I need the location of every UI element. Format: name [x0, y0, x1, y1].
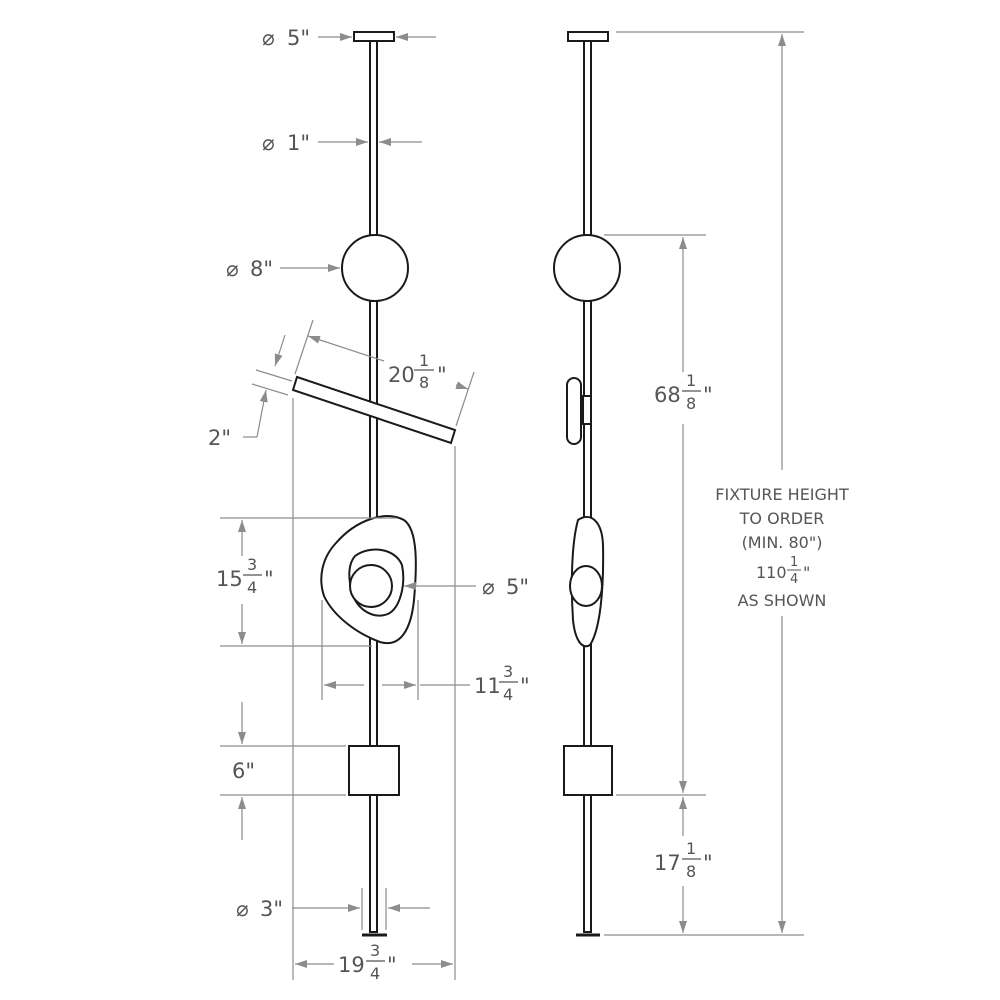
- bar-thickness-label: 2": [208, 426, 231, 450]
- note-line2: TO ORDER: [739, 509, 825, 528]
- front-stem-upper: [369, 40, 378, 242]
- bar-length-den: 8: [419, 373, 429, 392]
- dim-upper-span: 68 1 8 ": [654, 237, 713, 793]
- overall-width-inch: ": [387, 953, 397, 977]
- side-bar: [566, 377, 582, 445]
- pebble-height-den: 4: [247, 578, 257, 597]
- cube-height-label: 6": [232, 759, 255, 783]
- dim-globe: ⌀ 8": [226, 257, 340, 281]
- pebble-height-inch: ": [264, 567, 274, 591]
- note-whole: 110: [756, 563, 787, 582]
- stem-dia-symbol: ⌀: [262, 131, 275, 155]
- lower-span-inch: ": [703, 851, 713, 875]
- dim-side-extents: [604, 31, 804, 936]
- front-canopy: [353, 31, 395, 42]
- side-fixture: [553, 31, 621, 937]
- lower-span-den: 8: [686, 862, 696, 881]
- upper-span-den: 8: [686, 394, 696, 413]
- side-cube: [563, 745, 613, 796]
- front-pebble-bulb: [349, 564, 393, 608]
- dim-pebble-width: 11 3 4 ": [321, 600, 530, 704]
- front-stem-lower: [369, 794, 378, 933]
- note-line5: AS SHOWN: [738, 591, 827, 610]
- front-globe: [341, 234, 409, 302]
- dim-bar-thickness: 2": [208, 334, 293, 450]
- note-line3: (MIN. 80"): [742, 533, 823, 552]
- overall-width-den: 4: [370, 964, 380, 983]
- front-bar: [291, 375, 457, 445]
- overall-width-num: 3: [370, 941, 380, 960]
- dim-bar-length: 20 1 8 ": [294, 319, 475, 427]
- note-line1: FIXTURE HEIGHT: [715, 485, 849, 504]
- inner-dia-symbol: ⌀: [482, 575, 495, 599]
- globe-dia-symbol: ⌀: [226, 257, 239, 281]
- inner-dia-label: 5": [506, 575, 529, 599]
- side-globe: [553, 234, 621, 302]
- dim-lower-span: 17 1 8 ": [654, 797, 713, 933]
- canopy-dia-symbol: ⌀: [262, 26, 275, 50]
- dim-overall-width: 19 3 4 ": [292, 398, 456, 983]
- pebble-width-num: 3: [503, 662, 513, 681]
- pebble-width-whole: 11: [474, 674, 501, 698]
- dim-fixture-height: FIXTURE HEIGHT TO ORDER (MIN. 80") 110 1…: [715, 34, 849, 933]
- upper-span-whole: 68: [654, 383, 681, 407]
- lower-span-num: 1: [686, 839, 696, 858]
- dim-pebble-height: 15 3 4 ": [216, 517, 396, 647]
- stem-dia-label: 1": [287, 131, 310, 155]
- front-fixture: [291, 31, 457, 937]
- front-cube: [348, 745, 400, 796]
- pebble-width-den: 4: [503, 685, 513, 704]
- side-pebble-bulb: [569, 565, 603, 607]
- globe-dia-label: 8": [250, 257, 273, 281]
- overall-width-whole: 19: [338, 953, 365, 977]
- pebble-width-inch: ": [520, 674, 530, 698]
- pebble-height-num: 3: [247, 555, 257, 574]
- dim-canopy: ⌀ 5": [262, 26, 436, 50]
- bar-length-inch: ": [437, 363, 447, 387]
- canopy-dia-label: 5": [287, 26, 310, 50]
- note-den: 4: [790, 572, 798, 587]
- upper-span-inch: ": [703, 383, 713, 407]
- base-stem-dia-label: 3": [260, 897, 283, 921]
- pebble-height-whole: 15: [216, 567, 243, 591]
- bar-length-whole: 20: [388, 363, 415, 387]
- dim-cube: 6": [220, 702, 346, 840]
- dim-stem: ⌀ 1": [262, 131, 422, 155]
- dim-base-stem: ⌀ 3": [236, 888, 430, 930]
- side-canopy: [567, 31, 609, 42]
- dim-inner: ⌀ 5": [404, 575, 529, 599]
- upper-span-num: 1: [686, 371, 696, 390]
- note-inch: ": [803, 563, 810, 582]
- note-num: 1: [790, 555, 798, 570]
- side-stem-lower: [583, 794, 592, 933]
- base-stem-dia-symbol: ⌀: [236, 897, 249, 921]
- side-stem-upper: [583, 40, 592, 242]
- side-bar-mount: [582, 395, 592, 425]
- lower-span-whole: 17: [654, 851, 681, 875]
- bar-length-num: 1: [419, 351, 429, 370]
